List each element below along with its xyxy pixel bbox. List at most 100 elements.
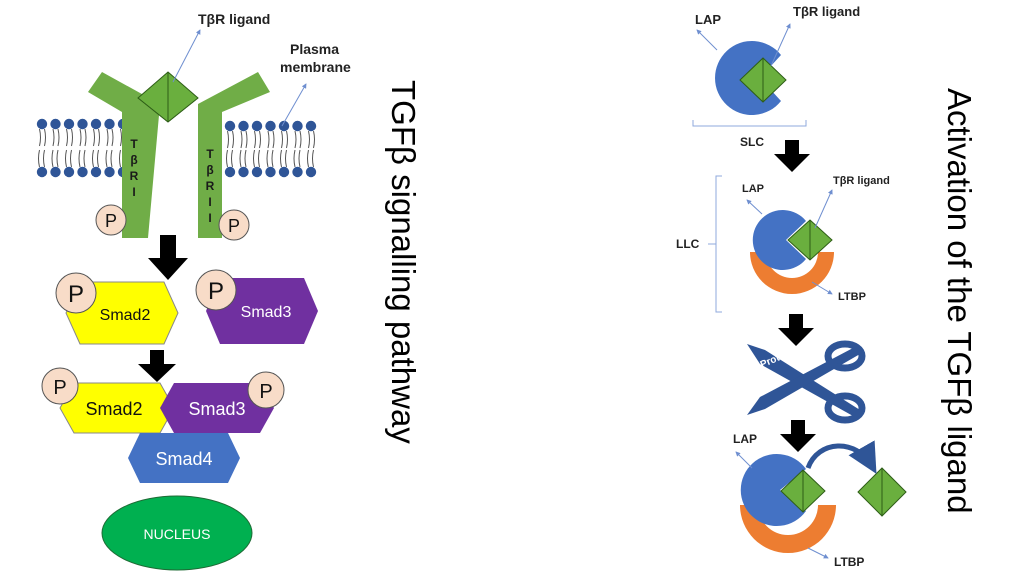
signal-arrow-1 xyxy=(148,235,188,280)
lipid-tail xyxy=(79,128,82,147)
slc-ligand-label: TβR ligand xyxy=(793,4,860,19)
lipid-tail xyxy=(231,149,233,168)
right-panel: LAP TβR ligand SLC LLC LAP TβR ligand LT… xyxy=(676,4,978,569)
right-title: Activation of the TGFβ ligand xyxy=(941,88,978,514)
lipid-tail xyxy=(299,130,302,149)
receptor-letter: T xyxy=(130,137,138,151)
lipid-tail xyxy=(293,149,296,168)
llc-lap-label: LAP xyxy=(742,183,764,195)
lipid-head xyxy=(224,166,236,178)
phosphate-receptor-1: P xyxy=(95,204,127,236)
llc-bracket xyxy=(715,175,722,313)
lipid-tail xyxy=(258,149,260,168)
lipid-head xyxy=(251,166,263,178)
lipid-head xyxy=(238,120,249,132)
lipid-tail xyxy=(39,128,41,147)
llc-ligand-pointer xyxy=(814,189,833,229)
free-ligand-diamond xyxy=(857,467,907,517)
slc-ligand-diamond xyxy=(739,57,787,103)
lipid-tail xyxy=(70,149,72,168)
receptor-letter: I xyxy=(208,211,211,225)
svg-text:P: P xyxy=(105,211,117,231)
lipid-tail xyxy=(254,130,256,149)
lipid-tail xyxy=(259,130,261,149)
llc-label: LLC xyxy=(676,237,700,251)
receptor-letter: β xyxy=(206,163,213,177)
membrane-label-line2: membrane xyxy=(280,59,351,75)
receptor-letter: I xyxy=(208,195,211,209)
lipid-tail xyxy=(111,128,114,147)
lipid-tail xyxy=(44,128,46,147)
receptor-tbri xyxy=(88,72,160,238)
smad2-phospho: Smad2 P xyxy=(55,272,179,345)
lipid-head xyxy=(104,166,115,178)
lipid-tail xyxy=(271,149,274,168)
lipid-tail xyxy=(239,149,242,168)
llc-ltbp-label: LTBP xyxy=(838,291,866,303)
lipid-tail xyxy=(232,130,234,149)
slc-complex xyxy=(715,41,787,115)
final-lap-pointer xyxy=(735,451,753,469)
smad4: Smad4 xyxy=(128,433,240,483)
lipid-tail xyxy=(97,149,99,168)
lipid-head xyxy=(224,120,236,132)
lipid-tail xyxy=(52,128,55,147)
slc-lap-label: LAP xyxy=(695,12,721,27)
lipid-tail xyxy=(272,130,275,149)
lipid-tail xyxy=(120,128,122,147)
lipid-head xyxy=(238,166,249,178)
lipid-tail xyxy=(267,130,270,149)
svg-text:Smad3: Smad3 xyxy=(188,399,245,419)
lipid-head xyxy=(90,118,102,130)
release-arrow xyxy=(805,440,877,474)
lipid-tail xyxy=(253,149,255,168)
lipid-tail xyxy=(312,149,314,168)
lipid-tail xyxy=(313,130,315,149)
plasma-membrane-left xyxy=(36,118,129,178)
final-lap-label: LAP xyxy=(733,432,757,446)
llc-lap-pointer xyxy=(746,199,763,215)
lipid-tail xyxy=(98,128,100,147)
lipid-tail xyxy=(308,130,310,149)
svg-text:NUCLEUS: NUCLEUS xyxy=(144,526,211,542)
lipid-tail xyxy=(307,149,309,168)
lipid-head xyxy=(36,118,48,130)
lipid-head xyxy=(265,166,276,178)
lipid-tail xyxy=(105,149,108,168)
phosphate-receptor-2: P xyxy=(218,209,250,241)
lipid-tail xyxy=(226,149,228,168)
lipid-head xyxy=(305,166,317,178)
lipid-tail xyxy=(245,130,248,149)
signal-arrow-2 xyxy=(138,350,176,382)
smad2-smad3-complex: Smad2 Smad3 P P xyxy=(41,367,285,434)
svg-text:P: P xyxy=(208,278,224,305)
lipid-tail xyxy=(38,149,40,168)
svg-text:P: P xyxy=(259,381,272,403)
lipid-tail xyxy=(92,149,94,168)
lipid-tail xyxy=(294,130,297,149)
lipid-head xyxy=(292,166,303,178)
lipid-tail xyxy=(266,149,269,168)
llc-ligand-diamond xyxy=(787,219,833,261)
activation-arrow-3 xyxy=(780,420,816,452)
activation-arrow-2 xyxy=(778,314,814,346)
lipid-head xyxy=(90,166,102,178)
final-ltbp-label: LTBP xyxy=(834,555,864,569)
svg-text:P: P xyxy=(228,216,240,236)
lipid-tail xyxy=(56,149,59,168)
receptor-tbrii xyxy=(198,72,270,238)
receptor-letter: β xyxy=(130,153,137,167)
lipid-tail xyxy=(110,149,113,168)
lipid-head xyxy=(104,118,115,130)
lipid-head xyxy=(251,120,263,132)
lipid-tail xyxy=(84,128,87,147)
lipid-tail xyxy=(66,128,68,147)
final-ltbp-pointer xyxy=(807,547,829,559)
ligand-label: TβR ligand xyxy=(198,11,270,27)
receptor-letter: R xyxy=(206,179,215,193)
receptor-letter: I xyxy=(132,185,135,199)
